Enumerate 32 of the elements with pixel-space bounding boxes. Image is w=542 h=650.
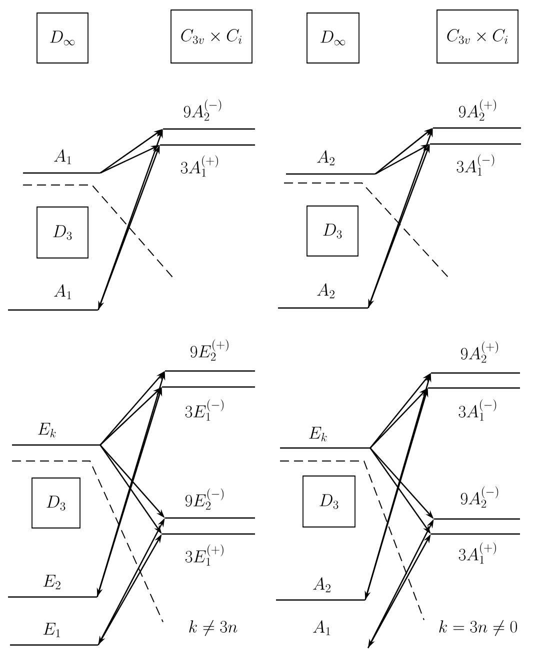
level-label: $E_1$ [43,622,60,638]
level-label: $9A_2^{(+)}$ [458,99,496,121]
level-label: $A_1$ [54,149,72,164]
condition-label: $k \ne 3n$ [189,620,238,636]
level-label: $E_k$ [38,422,56,438]
level-label: $3A_1^{(-)}$ [456,154,494,176]
symmetry-group-box: $C_{3v}\times C_i$ [436,10,518,64]
level-label: $9A_2^{(-)}$ [184,99,222,121]
symmetry-group-box: $D_3$ [306,206,358,256]
level-label: $9A_2^{(-)}$ [460,486,498,508]
level-label: $3A_1^{(-)}$ [458,399,496,421]
symmetry-group-box: $D_3$ [302,476,356,528]
symmetry-group-box: $D_3$ [32,478,80,528]
condition-label: $k = 3n \ne 0$ [439,620,518,636]
level-label: $9E_2^{(-)}$ [185,488,224,510]
level-label: $A_1$ [54,284,72,300]
level-label: $A_2$ [313,577,330,592]
level-label: $9A_2^{(+)}$ [460,341,498,363]
level-label: $E_k$ [309,426,327,442]
level-label: $A_1$ [313,620,330,636]
level-label: $3A_1^{(+)}$ [180,155,218,177]
level-label: $3E_1^{(-)}$ [185,399,224,421]
symmetry-group-box: $D_\infty$ [306,12,360,64]
level-label: $A_2$ [317,283,334,298]
level-label: $3A_1^{(+)}$ [458,542,496,564]
symmetry-group-box: $C_{3v}\times C_i$ [170,10,252,64]
level-label: $3E_1^{(+)}$ [185,544,224,566]
symmetry-group-box: $D_3$ [36,206,88,258]
level-label: $E_2$ [43,574,60,590]
symmetry-group-box: $D_\infty$ [36,12,88,64]
level-label: $A_2$ [317,150,334,166]
level-label: $9E_2^{(+)}$ [190,339,228,361]
